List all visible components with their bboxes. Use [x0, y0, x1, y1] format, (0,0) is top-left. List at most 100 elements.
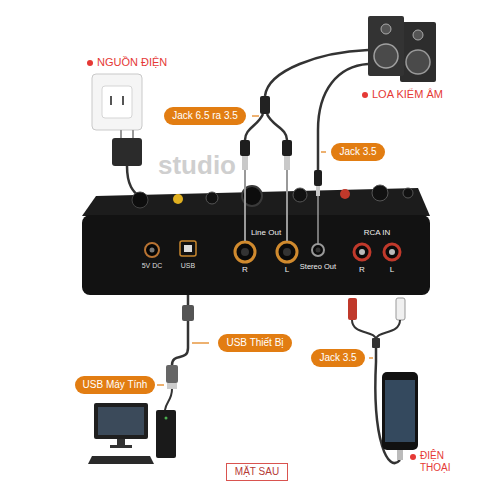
wall-outlet-part — [110, 96, 112, 105]
channel-label: R — [359, 265, 365, 275]
callout-tag: Jack 3.5 — [331, 143, 384, 161]
tag-text: Jack 3.5 — [319, 352, 356, 364]
port-label: USB — [181, 262, 195, 270]
usb-cable-part — [165, 389, 172, 410]
callout-tag: Jack 6.5 ra 3.5 — [164, 107, 246, 125]
sound-card-part — [389, 249, 395, 255]
sound-card-part — [277, 242, 297, 262]
port-label: 5V DC — [142, 262, 163, 270]
usb-cable-part — [167, 383, 177, 389]
speaker-cable-part — [240, 140, 250, 156]
wall-outlet-part — [92, 74, 142, 130]
studio-speaker-part — [374, 44, 398, 68]
phone-part — [385, 380, 415, 442]
sound-card-part — [283, 248, 291, 256]
computer-part — [110, 445, 132, 448]
phone-part — [382, 372, 418, 450]
sound-card — [82, 185, 430, 295]
callout-tag: USB Máy Tính — [75, 376, 156, 394]
sound-card-part — [180, 241, 196, 256]
computer-part — [88, 456, 154, 464]
sound-card-part — [150, 248, 155, 253]
power-adapter-part — [112, 138, 142, 166]
computer-part — [156, 410, 176, 458]
speaker-cable-part — [265, 50, 368, 96]
tag-text: Jack 6.5 ra 3.5 — [172, 110, 238, 122]
usb-cable-part — [172, 321, 188, 365]
wall-outlet-part — [102, 86, 132, 118]
studio-speaker-part — [381, 24, 391, 34]
usb-cable-part — [187, 295, 190, 305]
phone — [382, 372, 418, 460]
speaker-cable-part — [244, 170, 246, 241]
speaker-cable-part — [260, 96, 270, 114]
sound-card-part — [241, 248, 249, 256]
sound-card-part — [403, 188, 413, 198]
wall-outlet — [92, 74, 142, 130]
leader-line-part — [252, 115, 259, 116]
device-label: NGUỒN ĐIỆN — [97, 56, 167, 69]
rca-cable-part — [396, 298, 405, 320]
speaker-cable-part — [317, 196, 319, 244]
computer — [88, 403, 176, 464]
sound-card-part — [145, 243, 159, 257]
port-label: Line Out — [251, 228, 281, 238]
port-label: Stereo Out — [300, 262, 336, 271]
sound-card-part — [293, 188, 307, 202]
channel-label: R — [242, 265, 248, 275]
leader-line-part — [157, 384, 164, 385]
sound-card-part — [173, 194, 183, 204]
computer-part — [165, 417, 168, 420]
sound-card-part — [235, 242, 255, 262]
sound-card-part — [82, 215, 430, 295]
rca-cable-part — [376, 320, 400, 340]
tag-text: Jack 3.5 — [339, 146, 376, 158]
studio-speaker-part — [413, 30, 423, 40]
studio-speaker — [368, 16, 436, 82]
callout-tag: USB Thiết Bị — [218, 334, 291, 352]
usb-cable-part — [182, 305, 194, 321]
label-dot-part — [362, 92, 368, 98]
leader-line-part — [192, 342, 209, 343]
speaker-cable-part — [284, 156, 290, 170]
tag-text: USB Máy Tính — [83, 379, 148, 391]
computer-part — [94, 403, 148, 439]
studio-speaker-part — [368, 16, 404, 76]
channel-label: L — [390, 265, 394, 275]
port-label: RCA IN — [364, 228, 391, 238]
sound-card-part — [340, 189, 350, 199]
usb-cable — [165, 295, 194, 410]
device-label: ĐIỆN THOẠI — [420, 450, 468, 474]
sound-card-part — [132, 192, 148, 208]
label-dot-part — [87, 60, 93, 66]
speaker-cable-part — [242, 156, 248, 170]
sound-card-part — [206, 192, 218, 204]
sound-card-part — [354, 244, 370, 260]
channel-label: L — [285, 265, 289, 275]
sound-card-part — [372, 185, 388, 201]
speaker-cable-part — [245, 114, 263, 140]
leader-line-part — [369, 357, 373, 358]
tag-text: MẶT SAU — [235, 466, 279, 478]
speaker-cable-part — [267, 114, 287, 140]
sound-card-part — [359, 249, 365, 255]
studio-speaker-part — [400, 22, 436, 82]
usb-cable-part — [166, 365, 178, 383]
sound-card-part — [384, 244, 400, 260]
label-dot-part — [410, 454, 416, 460]
tag-text: USB Thiết Bị — [226, 337, 283, 349]
computer-part — [117, 439, 125, 445]
speaker-cable-part — [314, 170, 322, 186]
studio-speaker-part — [406, 50, 430, 74]
rca-cable-part — [352, 320, 376, 340]
phone-part — [397, 450, 403, 460]
speaker-cable-part — [286, 170, 288, 241]
caption-box: MẶT SAU — [226, 463, 288, 481]
speaker-cable-part — [282, 140, 292, 156]
sound-card-part — [312, 244, 324, 256]
sound-card-part — [184, 245, 192, 252]
computer-part — [98, 407, 144, 435]
